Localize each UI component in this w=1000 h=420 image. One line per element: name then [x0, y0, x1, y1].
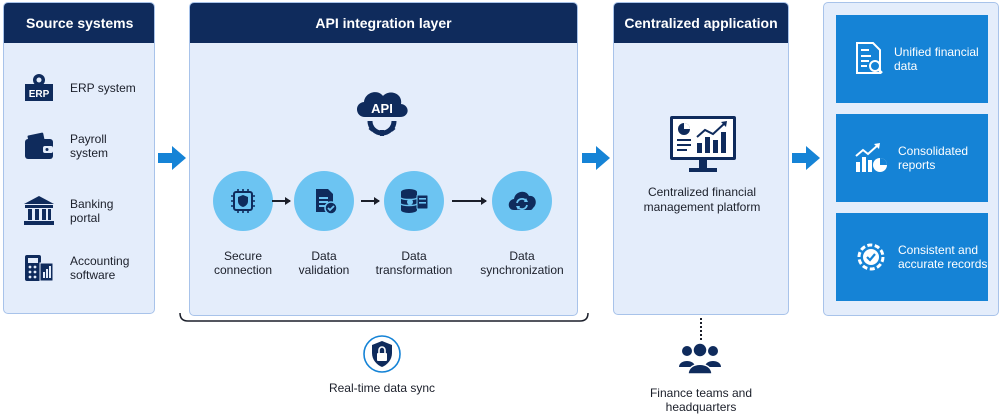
cloud-sync-icon — [492, 171, 552, 231]
source-item-label: Payroll system — [70, 132, 109, 160]
step-arrow-icon — [452, 197, 487, 205]
output-consistent-records: Consistent and accurate records — [836, 213, 988, 301]
shield-chip-icon — [213, 171, 273, 231]
report-search-icon — [854, 42, 884, 76]
finance-teams-label: Finance teams and headquarters — [649, 386, 753, 414]
source-item-label: ERP system — [70, 81, 136, 95]
output-label: Unified financial data — [894, 45, 979, 73]
step-label: Secure connection — [213, 249, 273, 277]
centralized-application-title: Centralized application — [614, 3, 788, 43]
database-transform-icon — [384, 171, 444, 231]
source-systems-panel: Source systems ERP ERP system Payroll sy… — [3, 2, 155, 314]
output-label: Consistent and accurate records — [898, 243, 988, 271]
gear-check-icon — [854, 240, 888, 274]
api-cloud-gear-icon: API — [356, 92, 408, 136]
step-data-transformation: Data transformation — [364, 171, 464, 277]
step-label: Data validation — [298, 249, 350, 277]
outputs-panel: Unified financial data Consolidated repo… — [823, 2, 999, 316]
wallet-icon — [22, 129, 56, 163]
bank-icon — [22, 194, 56, 228]
source-item-erp: ERP ERP system — [22, 71, 142, 105]
output-unified-financial-data: Unified financial data — [836, 15, 988, 103]
source-item-payroll: Payroll system — [22, 129, 142, 163]
erp-icon: ERP — [22, 71, 56, 105]
source-item-label: Banking portal — [70, 197, 114, 225]
accounting-icon — [22, 251, 56, 285]
step-data-synchronization: Data synchronization — [470, 171, 574, 277]
flow-arrow-icon — [158, 146, 186, 170]
lock-shield-icon — [363, 335, 401, 373]
step-secure-connection: Secure connection — [198, 171, 288, 277]
source-systems-title: Source systems — [4, 3, 154, 43]
flow-arrow-icon — [582, 146, 610, 170]
source-item-banking: Banking portal — [22, 194, 142, 228]
flow-arrow-icon — [792, 146, 820, 170]
growth-chart-icon — [854, 141, 888, 175]
source-item-accounting: Accounting software — [22, 251, 142, 285]
api-integration-panel: API integration layer API Secure connect… — [189, 2, 578, 316]
people-group-icon — [679, 342, 721, 375]
realtime-sync-label: Real-time data sync — [328, 381, 436, 395]
step-arrow-icon — [361, 197, 380, 205]
step-arrow-icon — [272, 197, 291, 205]
api-integration-title: API integration layer — [190, 3, 577, 43]
svg-text:ERP: ERP — [29, 89, 50, 100]
dotted-connector — [700, 318, 702, 340]
svg-text:API: API — [371, 101, 393, 116]
platform-label: Centralized financial management platfor… — [643, 185, 761, 214]
source-item-label: Accounting software — [70, 254, 130, 282]
document-check-icon — [294, 171, 354, 231]
step-label: Data transformation — [375, 249, 453, 277]
step-data-validation: Data validation — [288, 171, 360, 277]
output-label: Consolidated reports — [898, 144, 969, 172]
step-label: Data synchronization — [480, 249, 564, 277]
centralized-application-panel: Centralized application Centralized fina… — [613, 2, 789, 315]
output-consolidated-reports: Consolidated reports — [836, 114, 988, 202]
dashboard-monitor-icon — [670, 116, 736, 172]
bracket-icon — [179, 312, 589, 322]
